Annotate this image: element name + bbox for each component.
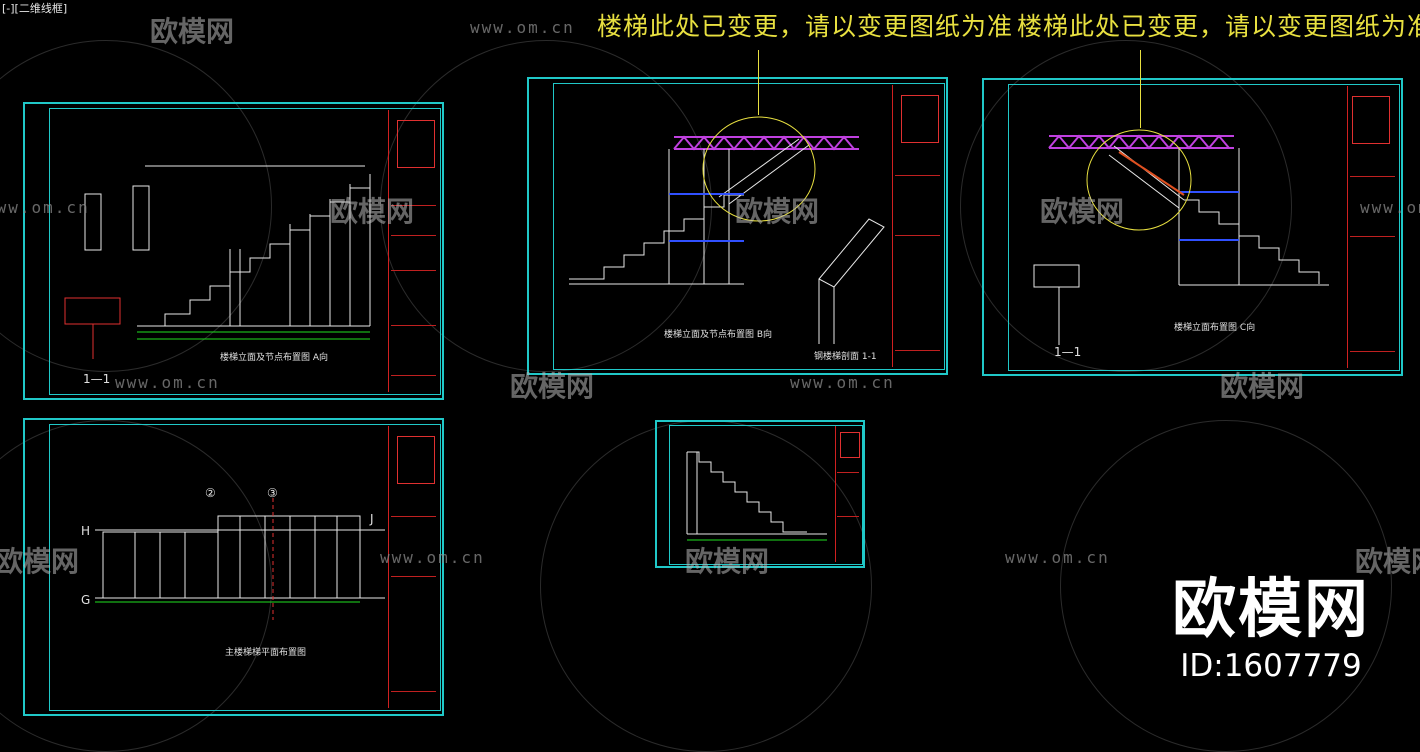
watermark-circle <box>960 40 1292 372</box>
title-block <box>835 426 860 562</box>
stair-elevation-c <box>1033 129 1329 345</box>
title-block-rule <box>391 235 436 236</box>
title-block <box>388 426 438 708</box>
grid-label-left: G <box>81 593 91 607</box>
sheet-inner-frame <box>49 108 441 395</box>
drawing-sheet-b[interactable]: 楼梯立面及节点布置图 B向 钢楼梯剖面 1-1 <box>527 77 948 375</box>
brand-name: 欧模网 <box>1172 573 1370 647</box>
title-block-rule <box>391 270 436 271</box>
watermark-logo: 欧模网 <box>330 195 415 228</box>
watermark-url: www.om.cn <box>1360 198 1420 217</box>
watermark-logo: 欧模网 <box>1220 370 1305 403</box>
grid-label-right: J <box>370 512 374 526</box>
title-block-rule <box>391 691 436 692</box>
stair-plan-view <box>95 498 385 620</box>
sheet-inner-frame <box>49 424 441 711</box>
title-block-rule <box>837 516 859 517</box>
drawing-sheet-a[interactable]: 楼梯立面及节点布置图 A向 1—1 <box>23 102 444 400</box>
watermark-logo: 欧模网 <box>685 545 770 578</box>
watermark-logo: 欧模网 <box>510 370 595 403</box>
title-block-logo-box <box>397 436 435 484</box>
title-block-rule <box>391 325 436 326</box>
grid-label-left: H <box>81 524 91 538</box>
title-block-rule <box>895 175 940 176</box>
drawing-sheet-small[interactable] <box>655 420 865 568</box>
title-block <box>892 85 942 367</box>
title-block-rule <box>391 205 436 206</box>
change-note: 楼梯此处已变更，请以变更图纸为准 <box>597 12 1014 41</box>
watermark-url: www.om.cn <box>1005 548 1110 567</box>
section-label: 1—1 <box>1054 345 1082 359</box>
title-block <box>388 110 438 392</box>
sheet-inner-frame <box>669 425 863 565</box>
watermark-url: www.om.cn <box>115 373 220 392</box>
stair-elevation-b <box>569 116 885 344</box>
stair-elevation-small <box>686 451 827 541</box>
watermark-logo: 欧模网 <box>735 195 820 228</box>
watermark-logo: 欧模网 <box>1040 195 1125 228</box>
stair-elevation-a <box>64 165 371 359</box>
title-block-rule <box>1350 351 1395 352</box>
sheet-a-caption: 楼梯立面及节点布置图 A向 <box>220 353 329 363</box>
sheet-inner-frame <box>1008 84 1400 371</box>
title-block <box>1347 86 1397 368</box>
watermark-logo: 欧模网 <box>1355 545 1420 578</box>
sheet-b-caption: 楼梯立面及节点布置图 B向 <box>664 330 773 340</box>
watermark-url: www.om.cn <box>790 373 895 392</box>
plan-caption: 主楼梯梯平面布置图 <box>225 648 307 658</box>
change-note: 楼梯此处已变更，请以变更图纸为准 <box>1017 12 1420 41</box>
watermark-logo: 欧模网 <box>0 545 80 578</box>
note-leader-line <box>1140 50 1141 128</box>
watermark-logo: 欧模网 <box>150 15 235 48</box>
drawing-sheet-plan[interactable]: ② ③ H G J 主楼梯梯平面布置图 <box>23 418 444 716</box>
watermark-circle <box>380 40 712 372</box>
brand-id: ID:1607779 <box>1180 648 1362 684</box>
title-block-logo-box <box>901 95 939 143</box>
drawing-sheet-c[interactable]: 楼梯立面布置图 C向 1—1 <box>982 78 1403 376</box>
title-block-rule <box>837 472 859 473</box>
brand-stamp: 欧模网 ID:1607779 <box>1172 574 1370 686</box>
title-block-rule <box>895 235 940 236</box>
viewport-label[interactable]: [-][二维线框] <box>0 0 70 16</box>
watermark-url: www.om.cn <box>470 18 575 37</box>
section-label: 1—1 <box>83 372 111 386</box>
watermark-url: www.om.cn <box>0 198 90 217</box>
note-leader-line <box>758 50 759 115</box>
title-block-rule <box>1350 236 1395 237</box>
title-block-rule <box>391 375 436 376</box>
title-block-rule <box>1350 176 1395 177</box>
grid-label-top: ③ <box>267 486 278 500</box>
title-block-rule <box>391 516 436 517</box>
watermark-url: www.om.cn <box>380 548 485 567</box>
title-block-rule <box>895 350 940 351</box>
sheet-b-section-caption: 钢楼梯剖面 1-1 <box>814 352 877 362</box>
sheet-c-caption: 楼梯立面布置图 C向 <box>1174 323 1256 333</box>
title-block-logo-box <box>1352 96 1390 144</box>
title-block-rule <box>391 576 436 577</box>
grid-label-top: ② <box>205 486 216 500</box>
title-block-logo-box <box>397 120 435 168</box>
title-block-logo-box <box>840 432 860 458</box>
sheet-inner-frame <box>553 83 945 370</box>
